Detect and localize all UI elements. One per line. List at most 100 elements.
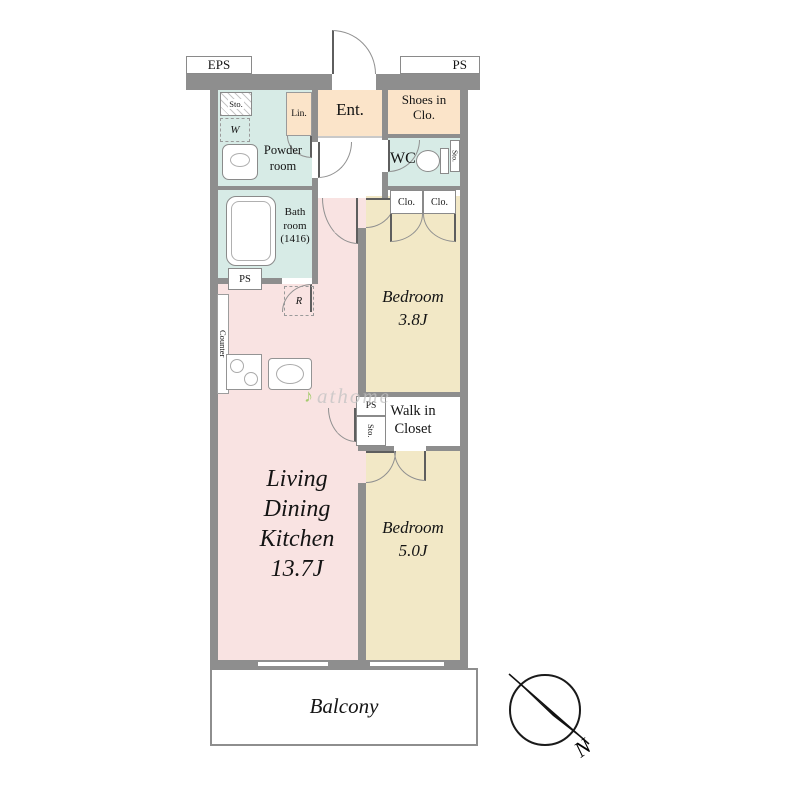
compass-needle-line (508, 673, 590, 745)
bedroom2-doorway-floor (358, 451, 366, 483)
bedroom2-size: 5.0J (398, 541, 428, 560)
burner-icon (230, 359, 244, 373)
washer-space: W (220, 118, 250, 142)
bathtub-inner (231, 201, 271, 261)
fridge-label: R (295, 295, 303, 307)
wall-powder-hall-a (312, 90, 318, 142)
wall-bottom-3 (444, 660, 468, 668)
powder-room-line2: room (269, 159, 297, 173)
walk-in-closet-label: Walk in Closet (366, 402, 460, 438)
wall-top-left (186, 74, 332, 90)
wall-top-right (376, 74, 480, 90)
closet-b-label: Clo. (431, 196, 448, 208)
walk-in-closet-line1: Walk in (390, 403, 436, 419)
kitchen-sink-icon (268, 358, 312, 390)
watermark-note-icon: ♪ (304, 386, 313, 406)
bath-room-line3: (1416) (280, 233, 310, 245)
powder-room-label: Powder room (250, 142, 316, 174)
hall-storage-box: Sto. (356, 416, 386, 446)
wall-wic-bedroom2-a (358, 446, 394, 451)
ldk-line3: Kitchen (259, 526, 335, 552)
eps-label: EPS (207, 57, 231, 72)
bedroom2-window (370, 660, 444, 668)
bedroom1-size: 3.8J (398, 310, 428, 329)
bathtub-icon (226, 196, 276, 266)
wall-ldk-bedroom2 (358, 483, 366, 660)
wall-ldk-bedroom1 (358, 228, 366, 392)
bath-room-label: Bath room (1416) (276, 206, 314, 247)
washer-label: W (230, 124, 240, 136)
walk-in-closet-line2: Closet (394, 421, 432, 437)
entrance-door (332, 30, 376, 74)
entrance-label: Ent. (336, 100, 364, 119)
north-label: N (568, 732, 596, 762)
wall-bedroom1-wic (358, 392, 460, 397)
bedroom2-label: Bedroom 5.0J (366, 516, 460, 562)
wall-hall-shoes (382, 90, 388, 140)
compass: N (508, 673, 597, 762)
wall-bath-top (217, 186, 312, 190)
ps-hall-box: PS (356, 396, 386, 416)
ps-bath-box: PS (228, 268, 262, 290)
storage-label: Sto. (228, 99, 244, 109)
shoes-closet-label: Shoes in Clo. (388, 92, 460, 122)
entrance-step-line (318, 136, 382, 138)
ldk-floor (217, 284, 358, 660)
ldk-line2: Dining (263, 496, 331, 522)
bedroom1-name: Bedroom (382, 287, 444, 306)
sink-bowl-icon (276, 364, 304, 384)
linen-closet: Lin. (286, 92, 312, 136)
wc-storage-box: Sto. (450, 140, 460, 172)
ps-bath-label: PS (239, 273, 251, 285)
stove-icon (226, 354, 262, 390)
linen-label: Lin. (291, 109, 307, 119)
ps-top-label: PS (452, 57, 467, 72)
counter-label: Counter (218, 330, 228, 358)
ldk-window (258, 660, 328, 668)
fridge-space: R (284, 286, 314, 316)
burner-icon (244, 372, 258, 386)
wall-powder-hall-b (312, 178, 318, 284)
shoes-closet-line2: Clo. (412, 107, 436, 122)
wall-right (460, 74, 468, 668)
closet-b-box: Clo. (423, 190, 456, 214)
bedroom1-label: Bedroom 3.8J (366, 285, 460, 331)
ldk-line1: Living (266, 466, 328, 492)
wall-shoes-wc (388, 134, 460, 138)
bedroom2-floor (366, 451, 460, 660)
watermark-text: athome (317, 384, 391, 408)
wall-bottom-1 (210, 660, 258, 668)
wall-wc-closet (388, 186, 460, 190)
balcony (210, 668, 478, 746)
toilet-tank-icon (440, 148, 449, 174)
storage-box: Sto. (220, 92, 252, 116)
bath-room-line1: Bath (284, 206, 306, 218)
toilet-bowl-icon (416, 150, 440, 172)
wall-wic-bedroom2-b (426, 446, 460, 451)
watermark: ♪ athome (304, 384, 391, 409)
bath-room-line2: room (283, 219, 307, 232)
balcony-label: Balcony (309, 694, 379, 718)
entrance-floor (318, 90, 382, 138)
shoes-closet-floor (388, 90, 460, 134)
powder-room-line1: Powder (263, 143, 303, 157)
ldk-size: 13.7J (270, 556, 324, 582)
closet-a-label: Clo. (398, 196, 415, 208)
bedroom1-doorway-floor (358, 198, 366, 228)
wall-bottom-2 (328, 660, 370, 668)
bedroom2-name: Bedroom (382, 518, 444, 537)
eps-shaft: EPS (186, 56, 252, 74)
hall-storage-label: Sto. (366, 424, 376, 438)
vanity-sink (222, 144, 258, 180)
ps-top-shaft: PS (400, 56, 480, 74)
vanity-bowl-icon (230, 153, 250, 167)
wc-storage-label: Sto. (450, 150, 460, 162)
compass-circle (509, 674, 581, 746)
wall-hall-wc (382, 172, 388, 198)
shoes-closet-line1: Shoes in (401, 92, 447, 107)
wall-left (210, 74, 218, 668)
ldk-label: Living Dining Kitchen 13.7J (232, 464, 362, 584)
closet-a-box: Clo. (390, 190, 423, 214)
wc-label: WC (390, 150, 416, 167)
